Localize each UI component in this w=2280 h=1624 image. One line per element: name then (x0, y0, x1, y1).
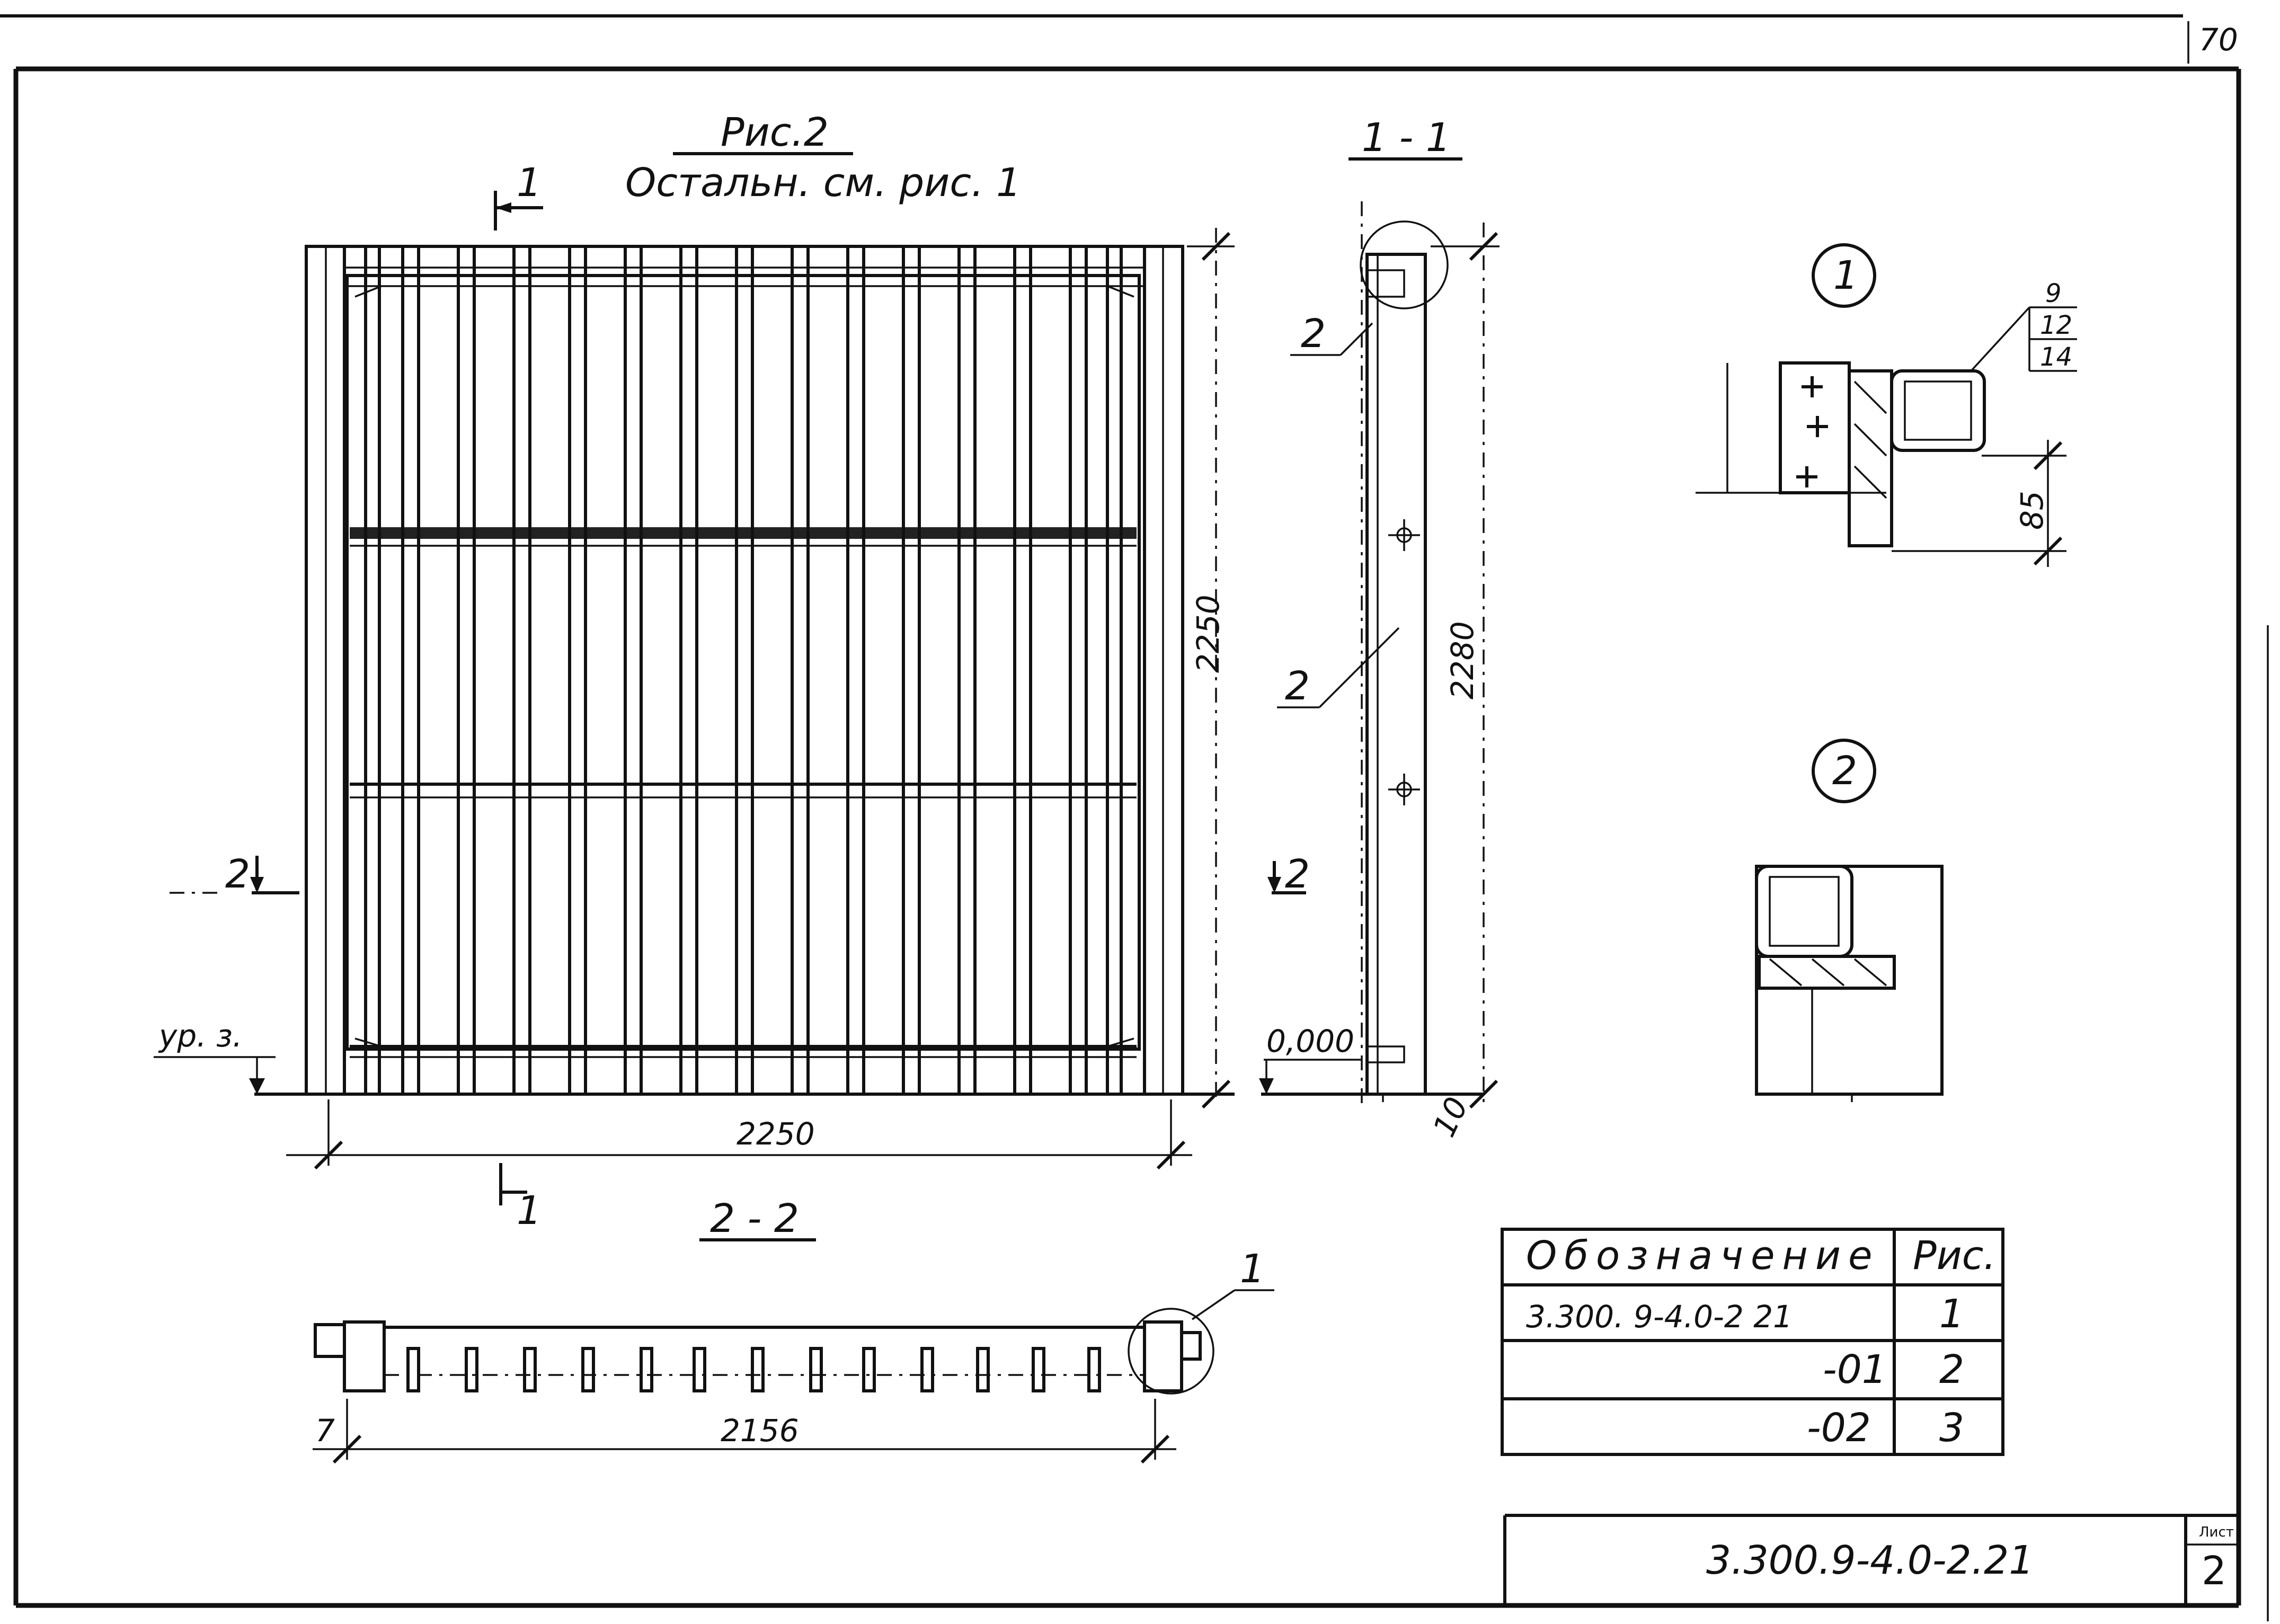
cut-mark-1-bottom (499, 1163, 527, 1205)
cut-mark-2-right-label: 2 (1285, 851, 1310, 897)
table-row-3-code: -02 (1807, 1405, 1871, 1451)
dim-height-section-value: 2280 (1444, 621, 1480, 699)
table-row-3-fig: 3 (1939, 1405, 1964, 1451)
node-1-marker (1812, 243, 1876, 308)
node-2-marker (1812, 739, 1876, 803)
sheet-frame (0, 14, 2269, 1621)
callout-pos2-mid: 2 (1285, 663, 1310, 709)
detail-stack-12: 12 (2040, 310, 2072, 340)
cut-mark-1-top (494, 191, 543, 230)
gate-elevation (254, 245, 1235, 1096)
figure-subtitle: Остальн. см. рис. 1 (625, 160, 1021, 206)
section-2-2-title: 2 - 2 (710, 1196, 799, 1241)
table-row-1-code: 3.300. 9-4.0-2 21 (1526, 1299, 1793, 1335)
table-header-fig: Рис. (1913, 1233, 1996, 1279)
dim-width-main-value: 2250 (737, 1116, 815, 1152)
title-stamp (1503, 1514, 2239, 1605)
stamp-list-label: Лист (2199, 1524, 2234, 1540)
cut-mark-1-bottom-label: 1 (517, 1188, 542, 1233)
dim-height-main (1187, 228, 1235, 1109)
ground-level-label: ур. з. (158, 1018, 242, 1054)
cut-mark-1-top-label: 1 (517, 160, 542, 206)
detail-node-2 (1755, 865, 1944, 1102)
cut-mark-2-left-label: 2 (225, 851, 250, 897)
dim-width-main (286, 1099, 1192, 1170)
designation-table (1501, 1228, 2004, 1456)
dim-plan-length-value: 2156 (721, 1413, 799, 1449)
dim-offset-bottom-value: 10 (1426, 1091, 1475, 1142)
table-row-2-code: -01 (1823, 1347, 1887, 1392)
figure-title: Рис.2 (721, 110, 829, 155)
detail-stack-14: 14 (2040, 342, 2072, 372)
detail-stack-9: 9 (2045, 279, 2062, 308)
node-2-label: 2 (1832, 748, 1857, 794)
callout-pos1-plan: 1 (1240, 1246, 1265, 1292)
sheet-number-top: 70 (2199, 22, 2238, 58)
node-1-label: 1 (1833, 253, 1858, 298)
dim-height-section (1431, 223, 1500, 1109)
detail-node-1 (1696, 306, 2077, 567)
gate-vertical-bars (364, 245, 1123, 1096)
section-2-2-plan (314, 1308, 1214, 1395)
dim-detail-85-value: 85 (2014, 491, 2050, 530)
callout-pos2-top: 2 (1301, 311, 1326, 357)
dim-plan-offset-value: 7 (315, 1413, 335, 1449)
section-1-1 (1261, 201, 1484, 1107)
table-row-1-fig: 1 (1939, 1291, 1964, 1337)
stamp-list-number: 2 (2202, 1548, 2226, 1594)
zero-mark-label: 0,000 (1266, 1023, 1354, 1059)
table-row-2-fig: 2 (1939, 1347, 1964, 1392)
stamp-code: 3.300.9-4.0-2.21 (1706, 1538, 2034, 1583)
table-header-designation: Обозначение (1526, 1233, 1879, 1279)
dim-height-main-value: 2250 (1190, 594, 1226, 673)
section-1-1-title: 1 - 1 (1362, 115, 1451, 161)
dim-plan-length (313, 1399, 1176, 1464)
